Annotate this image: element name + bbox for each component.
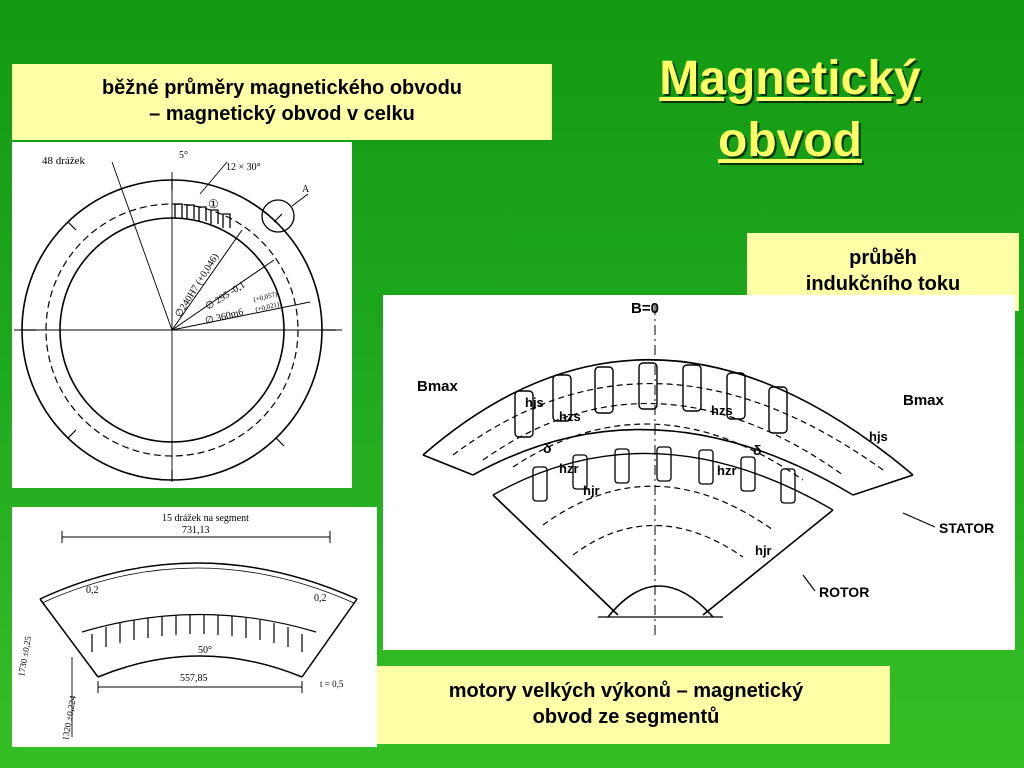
label-chord-top: 731,13 (182, 525, 210, 536)
label-rotor: ROTOR (819, 584, 869, 600)
caption-flux-line-2: indukčního toku (805, 273, 961, 295)
label-delta-right: δ (753, 442, 762, 458)
label-item-number: ① (208, 197, 219, 211)
label-hjs-left: hjs (525, 395, 544, 410)
title-line-2: obvod (718, 114, 862, 167)
label-hzr-left: hzr (559, 461, 579, 476)
label-segment-angle: 50° (198, 645, 212, 656)
label-stator: STATOR (939, 520, 994, 536)
label-gap-left: 0,2 (86, 585, 99, 596)
drawing-segment: 15 drážek na segment 731,13 0,2 0,2 50° … (12, 507, 377, 747)
shaft-half-circle (607, 585, 714, 618)
label-delta-left: δ (543, 440, 552, 456)
label-hjr-left: hjr (583, 483, 600, 498)
title-line-1: Magnetický (659, 52, 921, 105)
slot-group (174, 203, 231, 228)
label-chord-bottom: 557,85 (180, 673, 208, 684)
label-hjs-right: hjs (869, 429, 888, 444)
drawing-flux-distribution: B=0 Bmax Bmax hjs hjs hzs hzs hzr hzr hj… (383, 295, 1015, 650)
label-hjr-right: hjr (755, 543, 772, 558)
label-hzr-right: hzr (717, 463, 737, 478)
stator-inner-arc (472, 428, 854, 496)
drawing-full-lamination: 48 drážek 5° 12 × 30° A ① ∅240H7 (+0,046… (12, 142, 352, 488)
label-bmax-left: Bmax (417, 378, 459, 395)
rotor-outer-arc (492, 452, 834, 511)
label-segment-slots: 15 drážek na segment (162, 513, 249, 524)
flux-lines (452, 382, 884, 558)
slide-title: Magnetický obvod (590, 48, 990, 172)
detail-circle-a (261, 199, 295, 233)
label-radius-inner: 1320 ±0,224 (60, 694, 78, 741)
caption-segments-line-2: obvod ze segmentů (532, 706, 720, 728)
stator-outer-arc (422, 358, 914, 476)
label-detail-a: A (302, 184, 310, 195)
caption-flux-line-1: průběh (849, 247, 917, 269)
label-angle-pitch: 12 × 30° (226, 162, 261, 173)
rotor-slots (532, 446, 796, 504)
label-slots: 48 drážek (42, 155, 86, 167)
stator-slots (514, 362, 788, 438)
caption-segments-line-1: motory velkých výkonů – magnetický (448, 680, 804, 702)
label-angle-small: 5° (179, 150, 188, 161)
label-bmax-right: Bmax (903, 392, 945, 409)
caption-diameters-line-2: – magnetický obvod v celku (149, 103, 415, 125)
label-hzs-left: hzs (559, 409, 581, 424)
label-thickness: t = 0,5 (320, 679, 344, 689)
label-gap-right: 0,2 (314, 593, 327, 604)
caption-diameters: běžné průměry magnetického obvodu – magn… (12, 64, 552, 140)
segment-outer-arc (39, 562, 358, 600)
segment-inner-arc (97, 655, 303, 678)
caption-diameters-line-1: běžné průměry magnetického obvodu (101, 77, 463, 99)
label-radius-outer: 1730 ±0,25 (16, 635, 33, 678)
label-b-zero: B=0 (631, 300, 659, 317)
caption-segments: motory velkých výkonů – magnetický obvod… (362, 666, 890, 744)
label-hzs-right: hzs (711, 403, 733, 418)
